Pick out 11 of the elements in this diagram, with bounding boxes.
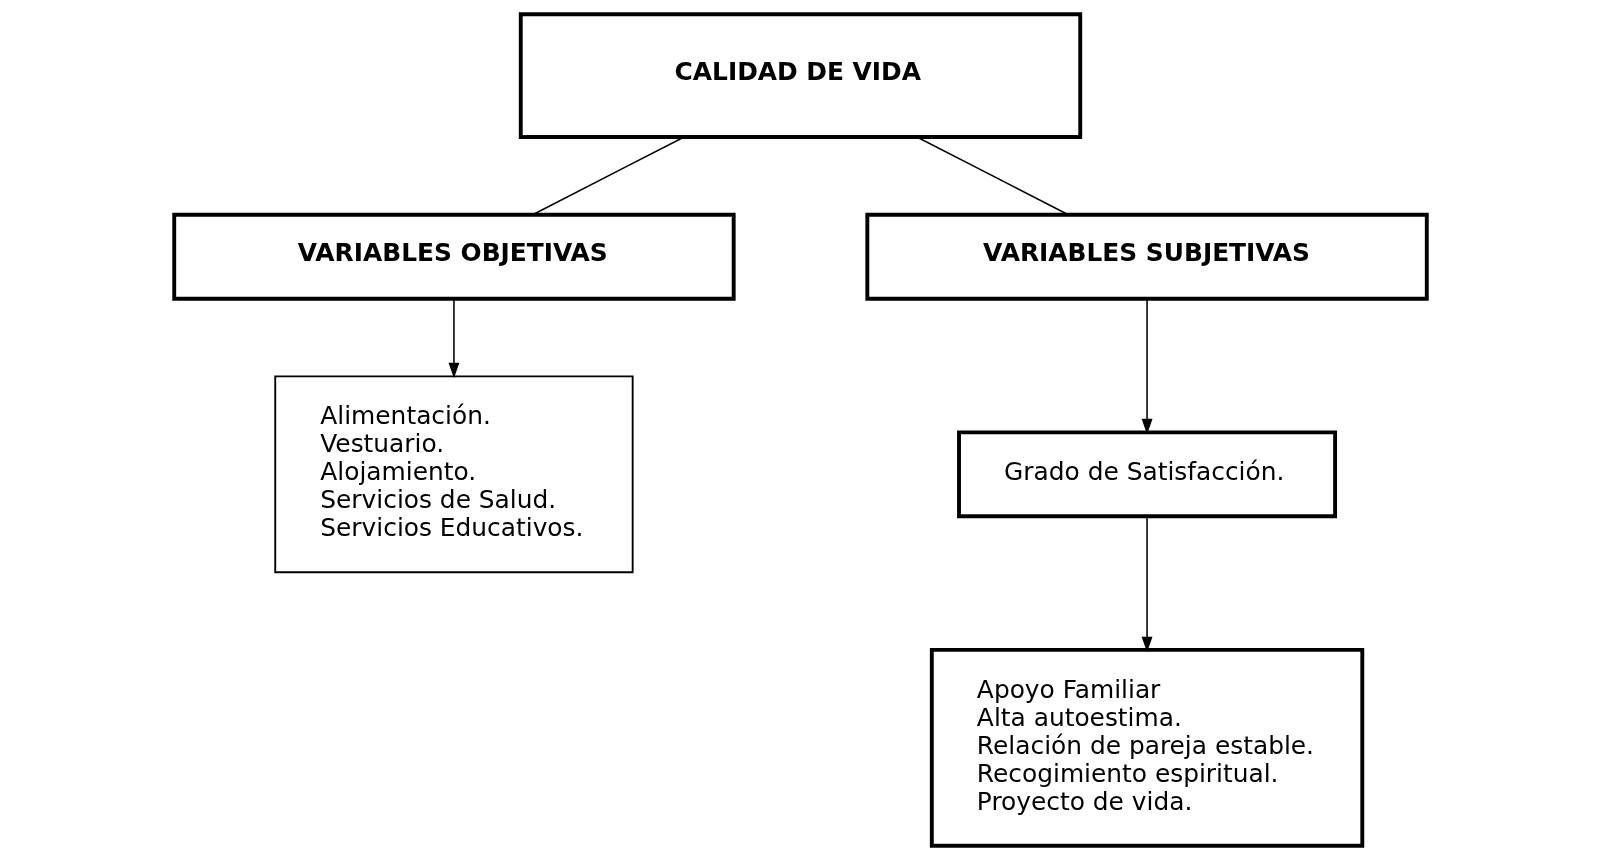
node-box: Alimentación. Vestuario. Alojamiento. Servicios de Salud. Servicios Educativos. (273, 375, 634, 574)
node-box: CALIDAD DE VIDA (518, 12, 1082, 139)
node-box: Apoyo Familiar Alta autoestima. Relación de pareja estable. Recogimiento espiritual. Proyecto de vida. (929, 647, 1364, 848)
arrow (448, 298, 459, 379)
node-box: VARIABLES OBJETIVAS (171, 212, 736, 301)
arrow (1141, 298, 1152, 435)
arrow (1141, 515, 1152, 653)
connector (531, 136, 684, 216)
node-box: Grado de Satisfacción. (956, 430, 1337, 519)
connector (916, 136, 1069, 216)
node-box: VARIABLES SUBJETIVAS (864, 212, 1429, 301)
